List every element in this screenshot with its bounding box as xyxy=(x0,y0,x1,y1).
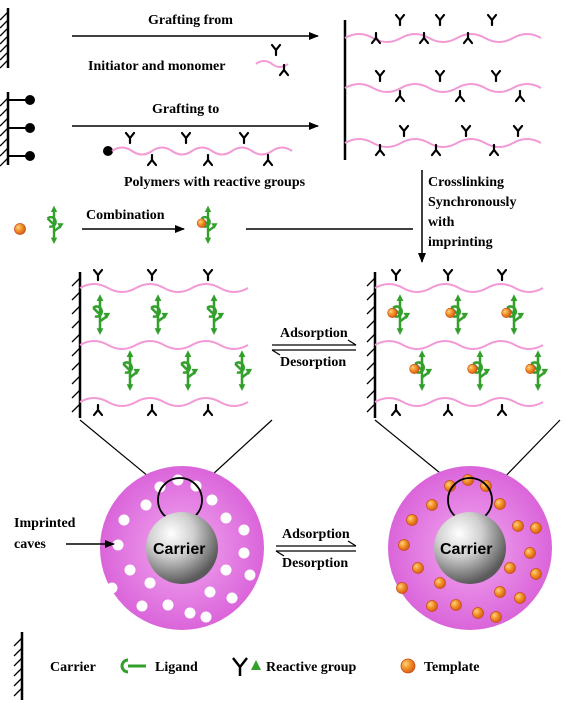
imprinted-particle-empty xyxy=(100,466,264,630)
imprinted-network-right xyxy=(366,268,550,418)
free-ligand-icon xyxy=(46,204,65,246)
crosslinking-label-line3: with xyxy=(428,215,455,230)
monomer-icon xyxy=(255,43,290,77)
imprinted-network-left xyxy=(71,268,254,418)
adsorption-label-top: Adsorption xyxy=(280,326,348,341)
crosslinking-label-line4: imprinting xyxy=(428,235,493,250)
reactive-polymer-icon xyxy=(103,131,293,167)
carrier-label-right: Carrier xyxy=(440,541,492,558)
bare-carrier-wall xyxy=(0,8,10,69)
desorption-label-top: Desorption xyxy=(280,355,346,370)
crosslinking-label-line2: Synchronously xyxy=(428,195,516,210)
crosslinking-label-line1: Crosslinking xyxy=(428,175,504,190)
legend-template-label: Template xyxy=(424,660,479,675)
desorption-label-bottom: Desorption xyxy=(282,556,348,571)
imprinted-caves-label-line1: Imprinted xyxy=(14,516,76,531)
legend-reactive-group-icon xyxy=(232,657,261,676)
initiator-monomer-label: Initiator and monomer xyxy=(88,59,225,74)
adsorption-desorption-arrows-top xyxy=(271,339,357,356)
carrier-label-left: Carrier xyxy=(153,541,205,558)
legend-template-icon xyxy=(400,658,416,674)
legend-carrier-icon xyxy=(13,632,24,700)
adsorption-desorption-arrows-bottom xyxy=(275,540,357,557)
ligand-template-complex-icon xyxy=(196,204,219,246)
polymers-reactive-label: Polymers with reactive groups xyxy=(124,175,306,190)
grafting-from-label: Grafting from xyxy=(148,13,233,28)
imprinted-particle-bound xyxy=(388,466,552,630)
legend-reactive-group-label: Reactive group xyxy=(266,660,357,675)
grafted-polymer-chains xyxy=(344,13,542,157)
grafting-to-label: Grafting to xyxy=(152,102,219,117)
combination-label: Combination xyxy=(86,208,165,223)
legend-ligand-icon xyxy=(120,658,146,674)
initiator-carrier-wall xyxy=(0,92,35,167)
legend-carrier-label: Carrier xyxy=(50,660,96,675)
free-template-icon xyxy=(14,223,26,235)
imprinted-caves-label-line2: caves xyxy=(14,537,46,552)
adsorption-label-bottom: Adsorption xyxy=(282,527,350,542)
legend: Carrier Ligand Reactive group Template xyxy=(13,632,479,700)
legend-ligand-label: Ligand xyxy=(155,660,198,675)
